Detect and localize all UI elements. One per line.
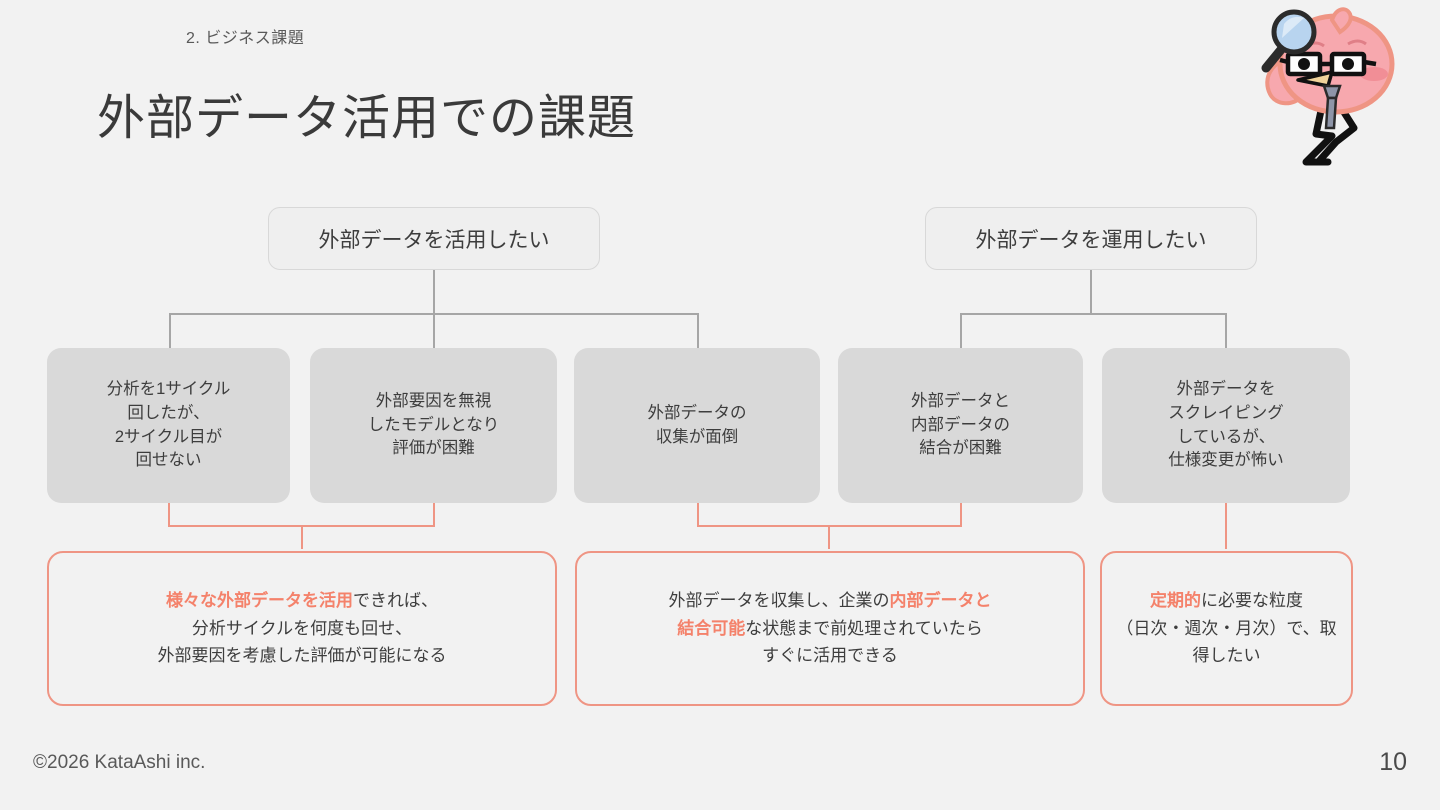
top-node-2-label: 外部データを運用したい — [975, 228, 1207, 252]
body-text: 外部要因を考慮した評価が可能になる — [157, 646, 447, 666]
text-line: 評価が困難 — [392, 439, 475, 458]
text-line: 外部データを — [1176, 379, 1276, 398]
connector-right-branch-1 — [960, 313, 962, 348]
orange-connector-a-trunk — [301, 525, 304, 549]
body-text: できれば、 — [353, 591, 438, 611]
problem-node-1[interactable]: 分析を1サイクル回したが、 2サイクル目が回せない — [47, 348, 290, 503]
page-title: 外部データ活用での課題 — [97, 92, 637, 145]
orange-connector-b-trunk — [828, 525, 831, 549]
problem-node-3-label: 外部データの収集が面倒 — [648, 402, 747, 450]
problem-node-5[interactable]: 外部データをスクレイピングしているが、仕様変更が怖い — [1102, 348, 1350, 503]
problem-node-1-label: 分析を1サイクル回したが、 2サイクル目が回せない — [107, 378, 231, 474]
text-line: 回せない — [135, 451, 202, 470]
problem-node-2[interactable]: 外部要因を無視したモデルとなり評価が困難 — [310, 348, 557, 503]
connector-right-branch-2 — [1225, 313, 1227, 348]
text-line: 回したが、 — [127, 403, 210, 422]
top-node-1-label: 外部データを活用したい — [318, 228, 550, 252]
problem-node-5-label: 外部データをスクレイピングしているが、仕様変更が怖い — [1168, 378, 1284, 474]
result-node-1[interactable]: 様々な外部データを活用できれば、分析サイクルを何度も回せ、外部要因を考慮した評価… — [47, 551, 557, 706]
magnifier-icon — [1261, 9, 1317, 73]
text-line: 外部データと — [911, 391, 1010, 410]
result-node-1-text: 様々な外部データを活用できれば、分析サイクルを何度も回せ、外部要因を考慮した評価… — [158, 587, 447, 670]
problem-node-4[interactable]: 外部データと内部データの結合が困難 — [838, 348, 1083, 503]
top-node-1[interactable]: 外部データを活用したい — [268, 207, 600, 270]
highlighted-text: 様々な外部データを活用 — [166, 591, 353, 611]
orange-connector-b1 — [697, 503, 700, 526]
connector-left-branch-2 — [433, 313, 435, 348]
highlighted-text: 結合可能 — [677, 618, 746, 638]
problem-node-3[interactable]: 外部データの収集が面倒 — [574, 348, 820, 503]
text-line: したモデルとなり — [367, 415, 500, 434]
orange-connector-c-trunk — [1225, 503, 1228, 549]
copyright-text: ©2026 KataAshi inc. — [33, 752, 206, 773]
problem-node-2-label: 外部要因を無視したモデルとなり評価が困難 — [368, 390, 500, 462]
top-node-2[interactable]: 外部データを運用したい — [925, 207, 1257, 270]
text-line: 外部要因を無視 — [375, 391, 492, 410]
text-line: 外部データの — [647, 403, 747, 422]
result-node-3-text: 定期的に必要な粒度 （日次・週次・月次）で、取得したい — [1116, 587, 1336, 670]
connector-left-trunk — [433, 270, 435, 314]
body-text: （日次・週次・月次）で、取 — [1116, 618, 1337, 638]
section-label: 2. ビジネス課題 — [186, 30, 305, 47]
text-line: 分析を1サイクル — [106, 379, 231, 398]
result-node-2-text: 外部データを収集し、企業の内部データと結合可能な状態まで前処理されていたらすぐに… — [669, 587, 992, 670]
connector-left-branch-3 — [697, 313, 699, 348]
orange-connector-b2 — [960, 503, 963, 526]
text-line: 内部データの — [911, 415, 1010, 434]
body-text: な状態まで前処理されていたら — [745, 618, 983, 638]
connector-left-branch-1 — [169, 313, 171, 348]
text-line: 収集が面倒 — [655, 427, 739, 446]
page-number: 10 — [1379, 748, 1407, 776]
text-line: スクレイピング — [1168, 403, 1284, 422]
text-line: 仕様変更が怖い — [1168, 451, 1284, 470]
problem-node-4-label: 外部データと内部データの結合が困難 — [911, 390, 1010, 462]
highlighted-text: 内部データと — [889, 591, 992, 611]
orange-connector-a2 — [433, 503, 436, 526]
orange-connector-a1 — [168, 503, 171, 526]
text-line: 結合が困難 — [919, 439, 1002, 458]
connector-right-bar — [960, 313, 1226, 315]
body-text: 外部データを収集し、企業の — [668, 591, 890, 611]
result-node-2[interactable]: 外部データを収集し、企業の内部データと結合可能な状態まで前処理されていたらすぐに… — [575, 551, 1085, 706]
result-node-3[interactable]: 定期的に必要な粒度 （日次・週次・月次）で、取得したい — [1100, 551, 1353, 706]
connector-right-trunk — [1090, 270, 1092, 314]
text-line: 2サイクル目が — [114, 427, 223, 446]
body-text: 分析サイクルを何度も回せ、 — [191, 618, 413, 638]
body-text: すぐに活用できる — [762, 646, 898, 666]
body-text: 得したい — [1192, 646, 1261, 666]
text-line: しているが、 — [1176, 427, 1276, 446]
body-text: に必要な粒度 — [1200, 591, 1303, 611]
highlighted-text: 定期的 — [1149, 591, 1201, 611]
flamingo-mascot-illustration — [1236, 2, 1426, 180]
